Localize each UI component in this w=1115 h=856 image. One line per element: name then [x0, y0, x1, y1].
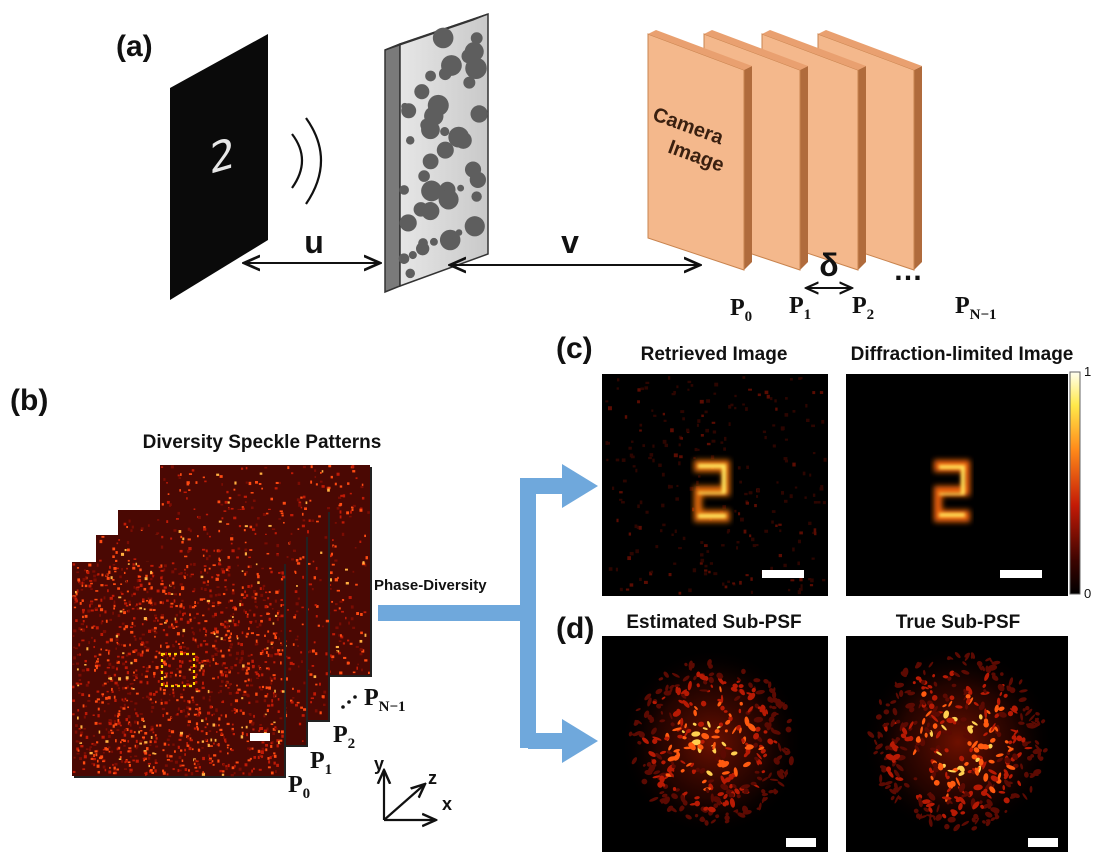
distance-u-label: u — [304, 224, 324, 260]
svg-text:P2: P2 — [852, 293, 874, 323]
plane-label-b-1: P1 — [310, 748, 332, 778]
panel-a-label: (a) — [116, 30, 153, 63]
panel-d-label: (d) — [556, 612, 594, 645]
delta-label: δ — [819, 247, 838, 283]
svg-text:P2: P2 — [333, 722, 355, 752]
phase-diversity-label: Phase-Diversity — [374, 577, 487, 594]
camera-plane — [647, 30, 752, 271]
retrieved-image-title: Retrieved Image — [641, 344, 788, 365]
scale-bar-b — [250, 733, 270, 741]
svg-text:P0: P0 — [730, 295, 752, 325]
scale-bar-c1 — [762, 570, 804, 578]
roi-box — [160, 652, 196, 688]
ellipsis: … — [893, 254, 923, 287]
scattering-medium — [384, 12, 489, 294]
axis-x-label: x — [442, 794, 452, 814]
svg-text:PN−1: PN−1 — [955, 293, 997, 323]
estimated-psf-image — [602, 636, 828, 852]
plane-label-a-2: P2 — [852, 293, 874, 323]
plane-dots — [341, 695, 357, 709]
true-psf-image — [846, 636, 1068, 852]
object-plane: 2 — [170, 34, 268, 300]
svg-text:P0: P0 — [288, 772, 310, 802]
object-digit: 2 — [209, 128, 234, 184]
estimated-psf-title: Estimated Sub-PSF — [626, 612, 801, 633]
wave-icon — [291, 117, 323, 205]
scale-bar-d1 — [786, 838, 816, 847]
phase-diversity-arrow — [378, 464, 598, 763]
plane-label-b-0: P0 — [288, 772, 310, 802]
diffraction-image-title: Diffraction-limited Image — [851, 344, 1074, 365]
plane-label-b-n: PN−1 — [364, 685, 406, 715]
diffraction-limited-image — [846, 374, 1068, 596]
xyz-axes — [384, 770, 436, 820]
speckle-frame — [72, 562, 286, 778]
panel-c-label: (c) — [556, 332, 593, 365]
axis-z-label: z — [428, 768, 437, 788]
true-psf-title: True Sub-PSF — [896, 612, 1021, 633]
svg-text:P1: P1 — [310, 748, 332, 778]
colorbar — [1069, 371, 1081, 595]
panel-b-label: (b) — [10, 384, 48, 417]
svg-text:PN−1: PN−1 — [364, 685, 406, 715]
axis-y-label: y — [374, 754, 384, 774]
colorbar-min-label: 0 — [1084, 586, 1091, 601]
retrieved-image — [602, 374, 828, 596]
distance-v-label: v — [561, 224, 579, 260]
plane-label-a-n: PN−1 — [955, 293, 997, 323]
speckle-stack-title: Diversity Speckle Patterns — [143, 432, 382, 453]
plane-label-a-0: P0 — [730, 295, 752, 325]
svg-text:P1: P1 — [789, 293, 811, 323]
speckle-stack — [72, 465, 372, 778]
scale-bar-d2 — [1028, 838, 1058, 847]
plane-label-a-1: P1 — [789, 293, 811, 323]
plane-label-b-2: P2 — [333, 722, 355, 752]
colorbar-max-label: 1 — [1084, 364, 1091, 379]
scale-bar-c2 — [1000, 570, 1042, 578]
